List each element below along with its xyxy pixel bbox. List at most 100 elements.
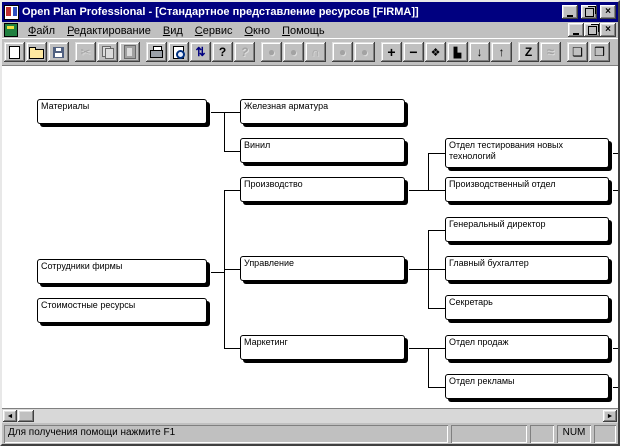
menu-edit[interactable]: Редактирование bbox=[67, 25, 151, 37]
paste-icon bbox=[123, 45, 136, 59]
arrow-up-icon bbox=[499, 45, 505, 58]
save-button[interactable] bbox=[48, 42, 69, 62]
scrollbar-thumb[interactable] bbox=[18, 410, 34, 422]
resource-circle-2-button bbox=[283, 42, 304, 62]
arch-icon bbox=[311, 45, 320, 58]
doc-restore-button[interactable] bbox=[584, 23, 600, 37]
connector-line bbox=[224, 112, 240, 113]
open-folder-icon bbox=[29, 46, 44, 59]
plus-icon bbox=[387, 45, 395, 59]
resource-node-production-department[interactable]: Производственный отдел bbox=[445, 177, 609, 202]
resource-node-general-director[interactable]: Генеральный директор bbox=[445, 217, 609, 242]
menu-view[interactable]: Вид bbox=[162, 25, 183, 37]
print-button[interactable] bbox=[146, 42, 167, 62]
resource-node-staff[interactable]: Сотрудники фирмы bbox=[37, 259, 207, 284]
document-icon[interactable] bbox=[4, 23, 18, 37]
window-title: Open Plan Professional - [Стандартное пр… bbox=[22, 6, 419, 18]
transfer-icon bbox=[195, 45, 205, 58]
resource-circle-1-button bbox=[261, 42, 282, 62]
minimize-icon bbox=[567, 14, 573, 17]
move-up-button[interactable] bbox=[491, 42, 512, 62]
app-icon[interactable] bbox=[4, 4, 19, 20]
remove-item-button[interactable] bbox=[403, 42, 424, 62]
connector-line bbox=[428, 190, 445, 191]
print-preview-button[interactable] bbox=[168, 42, 189, 62]
save-icon bbox=[53, 46, 64, 58]
status-panel-2 bbox=[530, 425, 554, 443]
app-restore-button[interactable] bbox=[581, 5, 597, 19]
resource-node-test-department[interactable]: Отдел тестирования новых технологий bbox=[445, 138, 609, 168]
status-panel-3 bbox=[594, 425, 616, 443]
print-icon bbox=[150, 46, 163, 58]
resource-node-cost-resources[interactable]: Стоимостные ресурсы bbox=[37, 298, 207, 323]
context-help-icon bbox=[241, 45, 248, 58]
status-bar: Для получения помощи нажмите F1 NUM bbox=[2, 423, 618, 444]
connector-line bbox=[211, 272, 224, 273]
resource-node-management[interactable]: Управление bbox=[240, 256, 405, 281]
add-item-button[interactable] bbox=[381, 42, 402, 62]
resource-node-marketing[interactable]: Маркетинг bbox=[240, 335, 405, 360]
app-minimize-button[interactable] bbox=[562, 5, 578, 19]
circle-icon bbox=[268, 45, 275, 58]
menu-help[interactable]: Помощь bbox=[282, 25, 325, 37]
resource-arch-button bbox=[305, 42, 326, 62]
num-lock-indicator: NUM bbox=[557, 425, 591, 443]
connector-line bbox=[428, 153, 445, 154]
zigzag-view-button[interactable] bbox=[518, 42, 539, 62]
wave-view-button bbox=[540, 42, 561, 62]
scroll-left-button[interactable]: ◄ bbox=[3, 410, 17, 422]
help-button[interactable] bbox=[212, 42, 233, 62]
connector-line bbox=[428, 153, 429, 190]
connector-line bbox=[224, 269, 240, 270]
connector-line bbox=[224, 190, 240, 191]
connector-line bbox=[428, 308, 445, 309]
preview-icon bbox=[173, 45, 185, 59]
resource-node-chief-accountant[interactable]: Главный бухгалтер bbox=[445, 256, 609, 281]
new-file-icon bbox=[9, 45, 20, 59]
menu-window[interactable]: Окно bbox=[244, 25, 271, 37]
connector-line bbox=[224, 348, 240, 349]
status-message: Для получения помощи нажмите F1 bbox=[4, 425, 448, 443]
menu-service[interactable]: Сервис bbox=[194, 25, 233, 37]
open-file-button[interactable] bbox=[26, 42, 47, 62]
app-close-button[interactable]: × bbox=[600, 5, 616, 19]
link-items-button[interactable] bbox=[425, 42, 446, 62]
resource-node-vinyl[interactable]: Винил bbox=[240, 138, 405, 163]
transfer-button[interactable] bbox=[190, 42, 211, 62]
connector-line bbox=[428, 269, 445, 270]
circle-icon bbox=[361, 45, 368, 58]
status-panel-1 bbox=[451, 425, 527, 443]
menu-file[interactable]: Файл bbox=[28, 25, 56, 37]
scroll-right-button[interactable]: ► bbox=[603, 410, 617, 422]
title-bar: Open Plan Professional - [Стандартное пр… bbox=[2, 2, 618, 22]
resource-node-advertising-department[interactable]: Отдел рекламы bbox=[445, 374, 609, 399]
tile-small-icon bbox=[572, 45, 583, 58]
cut-icon bbox=[80, 45, 90, 58]
connector-line bbox=[428, 387, 445, 388]
resource-circle-3-button bbox=[332, 42, 353, 62]
tile-large-view-button[interactable] bbox=[589, 42, 610, 62]
resource-node-production[interactable]: Производство bbox=[240, 177, 405, 202]
tile-small-view-button[interactable] bbox=[567, 42, 588, 62]
doc-close-button[interactable]: × bbox=[600, 23, 616, 37]
resource-node-sales-department[interactable]: Отдел продаж bbox=[445, 335, 609, 360]
resource-node-materials[interactable]: Материалы bbox=[37, 99, 207, 124]
horizontal-scrollbar[interactable]: ◄ ► bbox=[2, 408, 618, 423]
connector-line bbox=[224, 112, 225, 151]
steps-icon bbox=[454, 45, 462, 59]
resource-node-secretary[interactable]: Секретарь bbox=[445, 295, 609, 320]
doc-minimize-button[interactable] bbox=[568, 23, 584, 37]
resource-node-iron-rebar[interactable]: Железная арматура bbox=[240, 99, 405, 124]
copy-button bbox=[97, 42, 118, 62]
step-layout-button[interactable] bbox=[447, 42, 468, 62]
connector-line bbox=[428, 348, 445, 349]
minus-icon bbox=[409, 45, 417, 59]
new-file-button[interactable] bbox=[4, 42, 25, 62]
move-down-button[interactable] bbox=[469, 42, 490, 62]
copy-icon bbox=[101, 46, 114, 59]
connector-line bbox=[409, 348, 428, 349]
minimize-icon bbox=[573, 32, 579, 35]
resource-circle-4-button bbox=[354, 42, 375, 62]
